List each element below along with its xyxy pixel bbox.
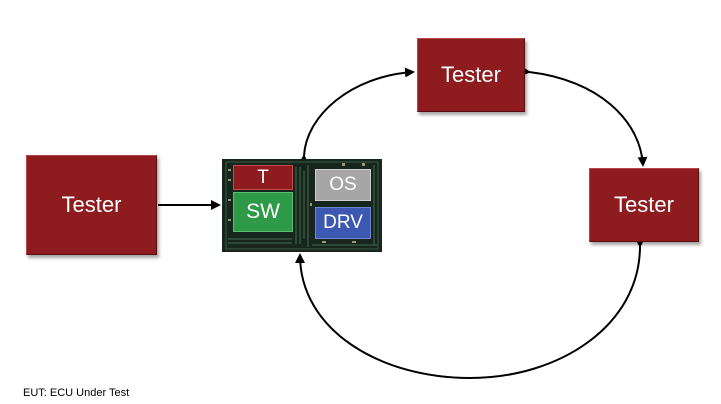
block-os-label: OS: [329, 174, 357, 195]
tester-top: Tester: [417, 38, 525, 112]
block-drv: DRV: [315, 207, 371, 239]
footnote: EUT: ECU Under Test: [23, 387, 130, 399]
block-t: T: [233, 165, 293, 190]
tester-right-label: Tester: [614, 192, 674, 217]
ecu-board: T SW OS DRV: [222, 159, 382, 252]
tester-left: Tester: [26, 155, 157, 255]
arrow-ecu-top-tester: [298, 67, 415, 165]
block-t-label: T: [257, 166, 269, 188]
block-sw-label: SW: [246, 200, 280, 223]
block-os: OS: [315, 169, 371, 201]
tester-right: Tester: [589, 168, 699, 242]
tester-top-label: Tester: [441, 62, 501, 87]
arrow-right-tester-ecu: [295, 237, 646, 380]
tester-left-label: Tester: [61, 192, 122, 217]
block-drv-label: DRV: [323, 212, 363, 233]
arrow-top-tester-right-tester: [520, 66, 648, 167]
block-sw: SW: [233, 192, 293, 232]
